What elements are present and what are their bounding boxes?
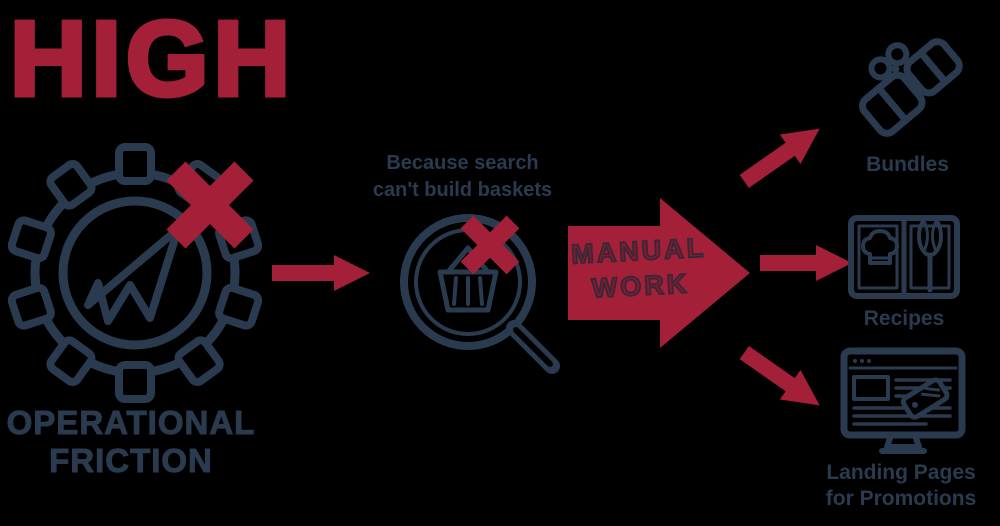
landing-pages-label-line-1: Landing Pages bbox=[826, 461, 976, 484]
promo-landing-page-icon bbox=[840, 347, 966, 454]
search-basket-icon bbox=[400, 214, 560, 374]
recipe-book-icon bbox=[848, 215, 960, 299]
subheading-line-1: OPERATIONAL bbox=[6, 404, 256, 442]
arrow-to-bundles bbox=[739, 128, 820, 188]
recipes-label: Recipes bbox=[863, 307, 945, 330]
arrow-to-recipes bbox=[760, 245, 852, 281]
gear-arrow-icon bbox=[8, 143, 262, 403]
landing-pages-label-line-2: for Promotions bbox=[825, 486, 977, 510]
landing-pages-label: Landing Pages for Promotions bbox=[812, 460, 990, 511]
red-arrow-right-icon bbox=[272, 255, 370, 291]
heading-high: HIGH bbox=[8, 0, 295, 118]
caption-line-1: Because search bbox=[386, 152, 539, 174]
manual-work-line-2: WORK bbox=[591, 268, 690, 303]
caption-line-2: can't build baskets bbox=[372, 179, 553, 201]
gift-boxes-icon bbox=[859, 38, 963, 137]
red-x-icon bbox=[166, 161, 254, 249]
subheading-operational-friction: OPERATIONAL FRICTION bbox=[0, 404, 262, 480]
manual-work-arrow: MANUAL WORK bbox=[568, 198, 750, 348]
red-x-icon bbox=[460, 215, 520, 275]
subheading-line-2: FRICTION bbox=[49, 441, 213, 479]
bundles-label: Bundles bbox=[866, 153, 949, 176]
arrow-to-landing bbox=[739, 346, 820, 406]
caption-search: Because search can't build baskets bbox=[335, 150, 590, 204]
